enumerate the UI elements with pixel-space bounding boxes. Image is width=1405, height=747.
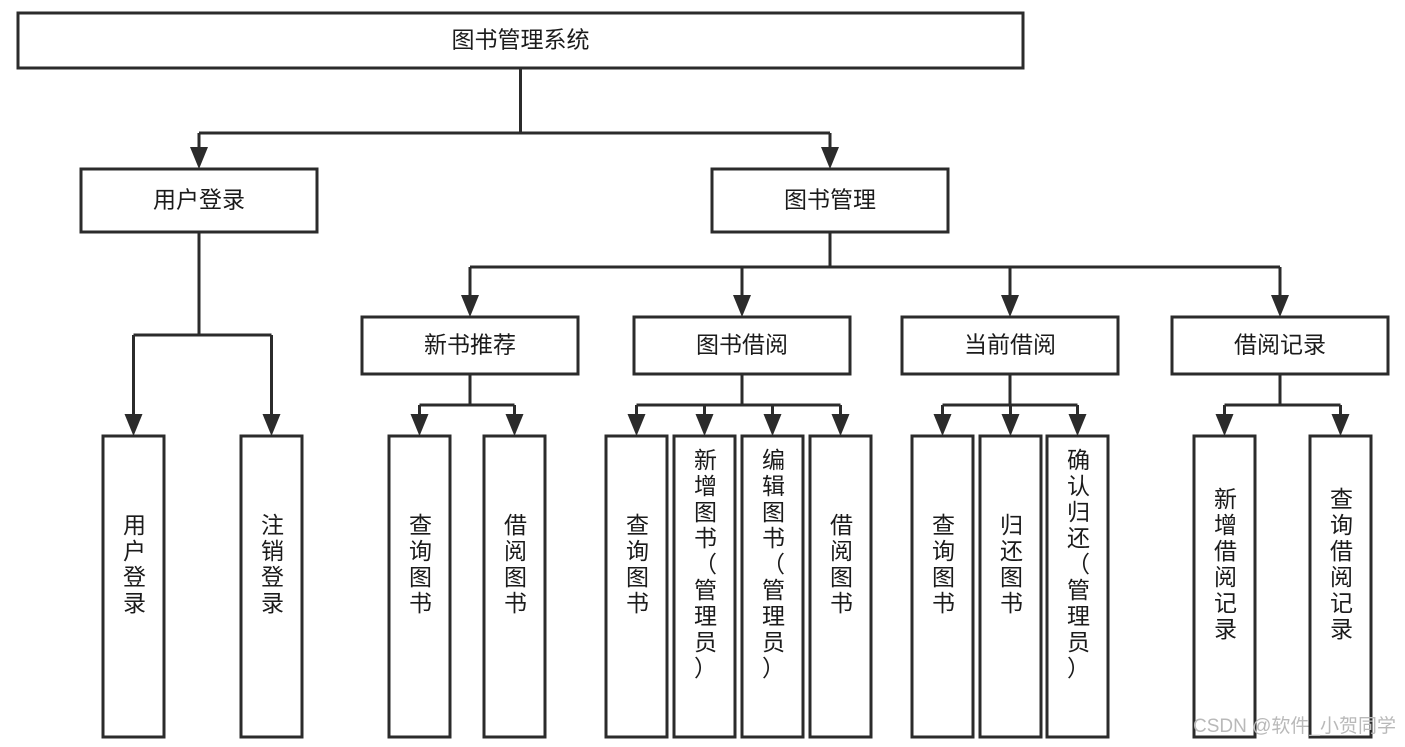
node-label-leaf-return-book: 归还图书: [1000, 512, 1023, 616]
edge-leaf-confirm-return-arrow: [1068, 414, 1087, 436]
node-box-leaf-user-login[interactable]: [101, 434, 166, 739]
node-box-root[interactable]: [16, 11, 1025, 70]
node-box-current-borrow[interactable]: [900, 315, 1120, 376]
node-box-book-borrow[interactable]: [632, 315, 852, 376]
node-box-leaf-query-book-cur[interactable]: [910, 434, 975, 739]
edge-leaf-query-record-arrow: [1331, 414, 1350, 436]
edge-root-book-manage-arrow: [821, 147, 839, 169]
node-label-leaf-query-book-rec: 查询图书: [409, 512, 432, 616]
node-box-leaf-query-book-borrow[interactable]: [604, 434, 669, 739]
node-label-leaf-query-record: 查询借阅记录: [1330, 486, 1353, 642]
node-box-leaf-confirm-return[interactable]: [1045, 434, 1110, 739]
node-box-leaf-add-record[interactable]: [1192, 434, 1257, 739]
edge-book-book-borrow-arrow: [733, 295, 751, 317]
node-box-leaf-logout[interactable]: [239, 434, 304, 739]
node-label-leaf-edit-book: 编辑图书（管理员）: [762, 447, 785, 681]
node-label-leaf-confirm-return: 确认归还（管理员）: [1067, 447, 1090, 681]
edge-leaf-add-book-arrow: [695, 414, 714, 436]
edge-leaf-borrow-book-rec-arrow: [505, 414, 524, 436]
edge-leaf-query-book-cur-arrow: [933, 414, 952, 436]
node-label-current-borrow: 当前借阅: [964, 332, 1056, 358]
node-box-user-login[interactable]: [79, 167, 319, 234]
node-label-book-manage: 图书管理: [784, 187, 876, 213]
node-box-borrow-record[interactable]: [1170, 315, 1390, 376]
edge-book-current-borrow-arrow: [1001, 295, 1019, 317]
node-label-leaf-add-book: 新增图书（管理员）: [694, 447, 717, 681]
edge-book-new-book-rec-arrow: [461, 295, 479, 317]
csdn-watermark: CSDN @软件_小贺同学: [1193, 715, 1396, 737]
node-box-leaf-borrow-book-rec[interactable]: [482, 434, 547, 739]
edge-leaf-query-book-rec-arrow: [410, 414, 429, 436]
edge-root-user-login-arrow: [190, 147, 208, 169]
edge-book-borrow-record-arrow: [1271, 295, 1289, 317]
node-box-leaf-edit-book[interactable]: [740, 434, 805, 739]
node-label-leaf-logout: 注销登录: [261, 512, 284, 616]
node-label-leaf-borrow-book-rec: 借阅图书: [504, 512, 527, 616]
node-label-new-book-rec: 新书推荐: [424, 332, 516, 358]
edge-leaf-user-login-arrow: [124, 414, 143, 436]
node-label-leaf-user-login: 用户登录: [123, 512, 146, 616]
edge-leaf-logout-arrow: [262, 414, 281, 436]
node-box-leaf-query-book-rec[interactable]: [387, 434, 452, 739]
edge-leaf-edit-book-arrow: [763, 414, 782, 436]
node-box-new-book-rec[interactable]: [360, 315, 580, 376]
edge-leaf-return-book-arrow: [1001, 414, 1020, 436]
node-label-leaf-query-book-borrow: 查询图书: [626, 512, 649, 616]
node-label-borrow-record: 借阅记录: [1234, 332, 1326, 358]
node-label-leaf-add-record: 新增借阅记录: [1214, 486, 1237, 642]
connector-layer: [124, 68, 1350, 436]
node-box-layer: [16, 11, 1390, 739]
node-label-book-borrow: 图书借阅: [696, 332, 788, 358]
node-box-book-manage[interactable]: [710, 167, 950, 234]
node-box-leaf-borrow-book[interactable]: [808, 434, 873, 739]
edge-leaf-add-record-arrow: [1215, 414, 1234, 436]
node-label-root: 图书管理系统: [452, 27, 590, 53]
node-label-layer: 图书管理系统用户登录图书管理新书推荐图书借阅当前借阅借阅记录用户登录注销登录查询…: [123, 27, 1353, 681]
edge-leaf-query-book-borrow-arrow: [627, 414, 646, 436]
node-label-leaf-query-book-cur: 查询图书: [932, 512, 955, 616]
node-box-leaf-query-record[interactable]: [1308, 434, 1373, 739]
node-box-leaf-return-book[interactable]: [978, 434, 1043, 739]
edge-leaf-borrow-book-arrow: [831, 414, 850, 436]
node-label-leaf-borrow-book: 借阅图书: [830, 512, 853, 616]
node-label-user-login: 用户登录: [153, 187, 245, 213]
node-box-leaf-add-book[interactable]: [672, 434, 737, 739]
